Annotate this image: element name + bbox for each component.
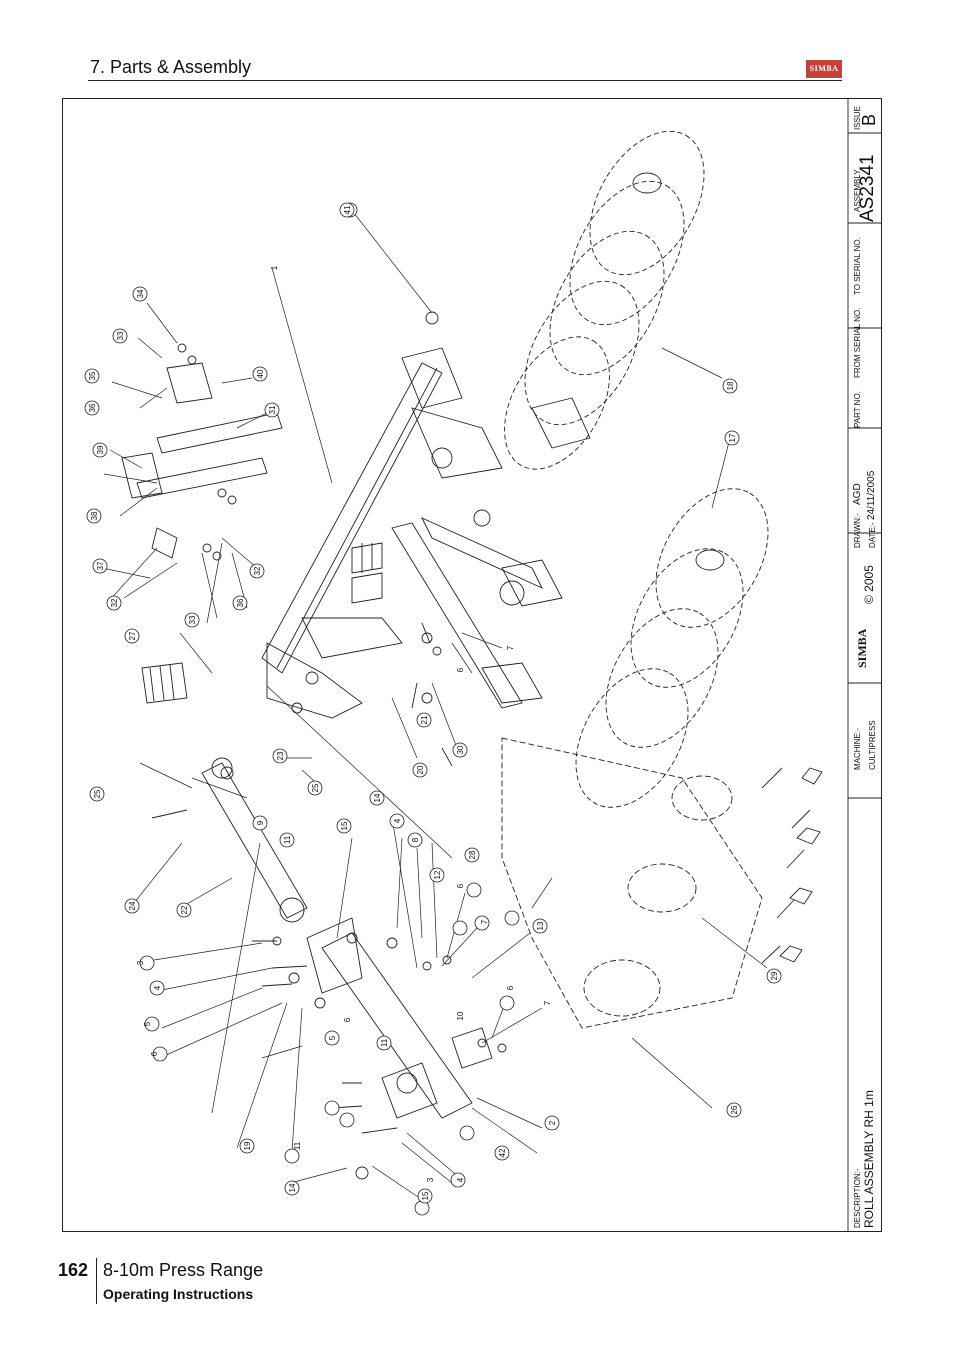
callout-37: 37	[96, 561, 105, 570]
callout-11b: 11	[380, 1038, 389, 1047]
callout-38: 38	[90, 511, 99, 520]
callout-6a: 6	[150, 1051, 159, 1056]
callout-35: 35	[88, 371, 97, 380]
callout-31: 31	[268, 405, 277, 414]
callout-9: 9	[256, 820, 265, 825]
callout-3a: 3	[136, 960, 145, 965]
callout-17: 17	[728, 433, 737, 442]
callout-7b: 7	[543, 1000, 552, 1005]
callout-22: 22	[180, 905, 189, 914]
callout-14b: 14	[288, 1183, 297, 1192]
callout-5a: 5	[143, 1021, 152, 1026]
callout-4a: 4	[153, 985, 162, 990]
callout-7a: 7	[480, 919, 489, 924]
callout-11a: 11	[283, 835, 292, 844]
callout-5b: 5	[328, 1035, 337, 1040]
callout-4c: 4	[456, 1177, 465, 1182]
callout-30: 30	[456, 745, 465, 754]
callout-36a: 36	[88, 403, 97, 412]
callout-11c: 11	[293, 1141, 302, 1150]
date-value: 24/11/2005	[866, 470, 877, 520]
simba-brand: SIMBA	[855, 628, 869, 668]
from-serial-label: FROM SERIAL NO.	[853, 307, 862, 378]
callout-6c: 6	[456, 883, 465, 888]
footer-range: 8-10m Press Range	[103, 1260, 264, 1280]
callout-39: 39	[96, 445, 105, 454]
callout-3b: 3	[426, 1177, 435, 1182]
simba-logo: SIMBA	[806, 60, 842, 78]
section-title: 7. Parts & Assembly	[90, 57, 252, 77]
footer-divider	[96, 1258, 97, 1304]
callout-40: 40	[256, 369, 265, 378]
callout-32a: 32	[253, 566, 262, 575]
to-serial-label: TO SERIAL NO.	[853, 237, 862, 295]
part-no-label: PART NO.	[853, 391, 862, 428]
callout-25b: 25	[311, 783, 320, 792]
callout-6e: 6	[456, 667, 465, 672]
callout-33a: 33	[188, 615, 197, 624]
callout-25a: 25	[93, 789, 102, 798]
callout-20: 20	[416, 765, 425, 774]
machine-label: MACHINE:-	[853, 728, 862, 770]
callout-27: 27	[128, 631, 137, 640]
callout-15a: 15	[340, 821, 349, 830]
callout-7c: 7	[506, 645, 515, 650]
callout-32b: 32	[110, 598, 119, 607]
callout-4b: 4	[393, 818, 402, 823]
callout-6b: 6	[343, 1017, 352, 1022]
callout-21: 21	[420, 715, 429, 724]
callout-19: 19	[243, 1141, 252, 1150]
callout-26: 26	[730, 1105, 739, 1114]
callout-28: 28	[468, 850, 477, 859]
drawn-label: DRAWN:-	[853, 513, 862, 548]
callout-18: 18	[726, 381, 735, 390]
callout-42: 42	[498, 1148, 507, 1157]
date-label: DATE:-	[868, 522, 877, 548]
callout-36b: 36	[236, 598, 245, 607]
description-label: DESCRIPTION:-	[853, 1168, 862, 1228]
callout-12: 12	[433, 870, 442, 879]
drawing-frame	[62, 98, 882, 1232]
footer-subtitle: Operating Instructions	[103, 1286, 254, 1302]
callout-34: 34	[136, 289, 145, 298]
copyright: © 2005	[862, 565, 876, 604]
callout-8: 8	[411, 837, 420, 842]
callout-24: 24	[128, 901, 137, 910]
callout-14a: 14	[373, 793, 382, 802]
callout-15b: 15	[421, 1191, 430, 1200]
exploded-parts-drawing: 1 2 3 3 4 4 4 5 5 6 6 6 6 6 7 7 7 8 9 10…	[84, 98, 882, 1232]
page-number: 162	[58, 1260, 89, 1280]
callout-1: 1	[270, 265, 279, 270]
callout-2: 2	[548, 1120, 557, 1125]
machine-value: CULTIPRESS	[868, 720, 877, 770]
header-rule	[88, 80, 842, 81]
callout-29: 29	[770, 971, 779, 980]
callout-10: 10	[456, 1011, 465, 1020]
drawn-value: AGD	[852, 483, 863, 505]
description-value: ROLL ASSEMBLY RH 1m	[862, 1090, 876, 1228]
callout-6d: 6	[506, 985, 515, 990]
issue-value: B	[859, 113, 879, 126]
callout-13: 13	[536, 921, 545, 930]
callout-33b: 33	[116, 331, 125, 340]
callout-41: 41	[343, 205, 352, 214]
callout-23: 23	[276, 751, 285, 760]
assembly-number: AS2341	[857, 154, 878, 222]
